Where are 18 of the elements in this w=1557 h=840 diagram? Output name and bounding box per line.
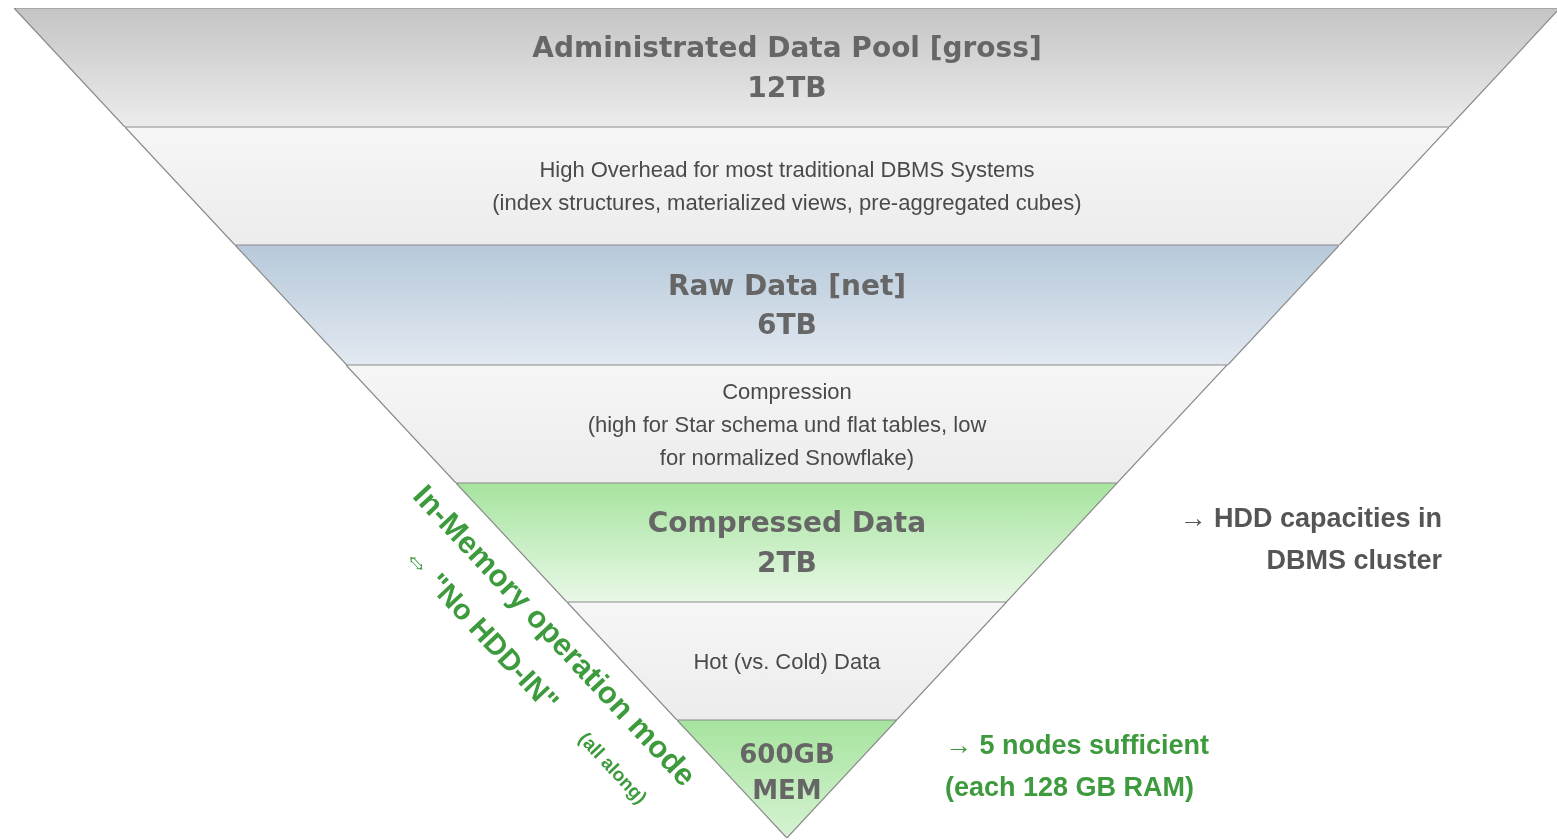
band-title: 600GB MEM [738,737,836,807]
band-title: Administrated Data Pool [gross] [532,30,1042,67]
side-note: → 5 nodes sufficient (each 128 GB RAM) [945,729,1211,804]
description-band [346,365,1228,483]
description-band [124,127,1450,245]
side-note: → HDD capacities in DBMS cluster [1178,502,1442,577]
data-band [234,245,1340,365]
band-value: 12TB [747,69,827,106]
data-band [14,8,1557,127]
band-value: 6TB [757,307,817,343]
band-description: Compression [722,377,852,406]
band-title: Compressed Data [647,505,927,542]
band-value: 2TB [757,544,817,581]
band-description: High Overhead for most traditional DBMS Systems [539,156,1035,184]
band-title: Raw Data [net] [667,267,907,304]
band-description: Hot (vs. Cold) Data [693,647,881,676]
band-description: (index structures, materialized views, pre-aggregated cubes) [492,189,1082,217]
band-description: (high for Star schema und flat tables, low for normalized Snowflake) [586,410,988,472]
